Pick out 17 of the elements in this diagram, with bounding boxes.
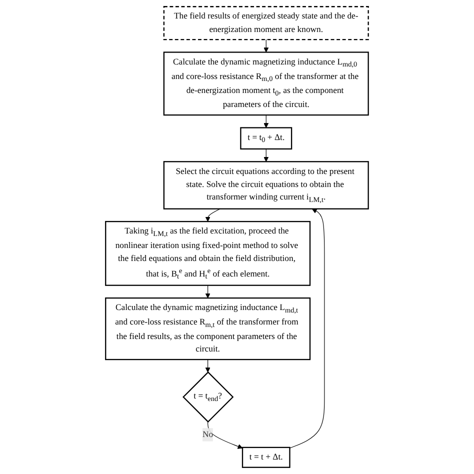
node-box: Select the circuit equations according to the present state. Solve the circuit equations to obtain the transformer winding current i$_{LM,t}$. xyxy=(163,161,369,210)
node-box: Calculate the dynamic magnetizing inductance L$_{md,0}$ and core-loss resistance R$_{m,0}$ of the transformer at the de-energization moment t$_{0}$, as the component parameters of the circuit. xyxy=(163,52,369,116)
edge-label: No xyxy=(202,430,214,440)
arrow xyxy=(264,39,269,52)
node-box: Taking i$_{LM,t}$ as the field excitation, proceed the nonlinear iteration using fixed-point method to solve the field equations and obtain the field distribution, that is, B$_{t}$$^{e}$ and H$_{t}$$^{e}$ of each element. xyxy=(105,220,311,286)
arrow xyxy=(290,208,325,448)
node-diamond: t = t$_{end}$? xyxy=(182,371,234,423)
node-box: t = t$_{0}$ + Δt. xyxy=(240,127,292,150)
arrow xyxy=(264,148,269,162)
arrow xyxy=(205,208,220,222)
arrow xyxy=(205,359,210,372)
node-box: t = t + Δt. xyxy=(242,446,290,468)
arrow xyxy=(205,285,210,298)
arrow xyxy=(208,421,243,449)
arrow xyxy=(264,114,269,128)
node-box: The field results of energized steady state and the de-energization moment are known. xyxy=(163,6,369,40)
node-box: Calculate the dynamic magnetizing inductance L$_{md,t}$ and core-loss resistance R$_{m,t}$ of the transformer from the field results, as the component parameters of the circuit. xyxy=(105,297,311,360)
